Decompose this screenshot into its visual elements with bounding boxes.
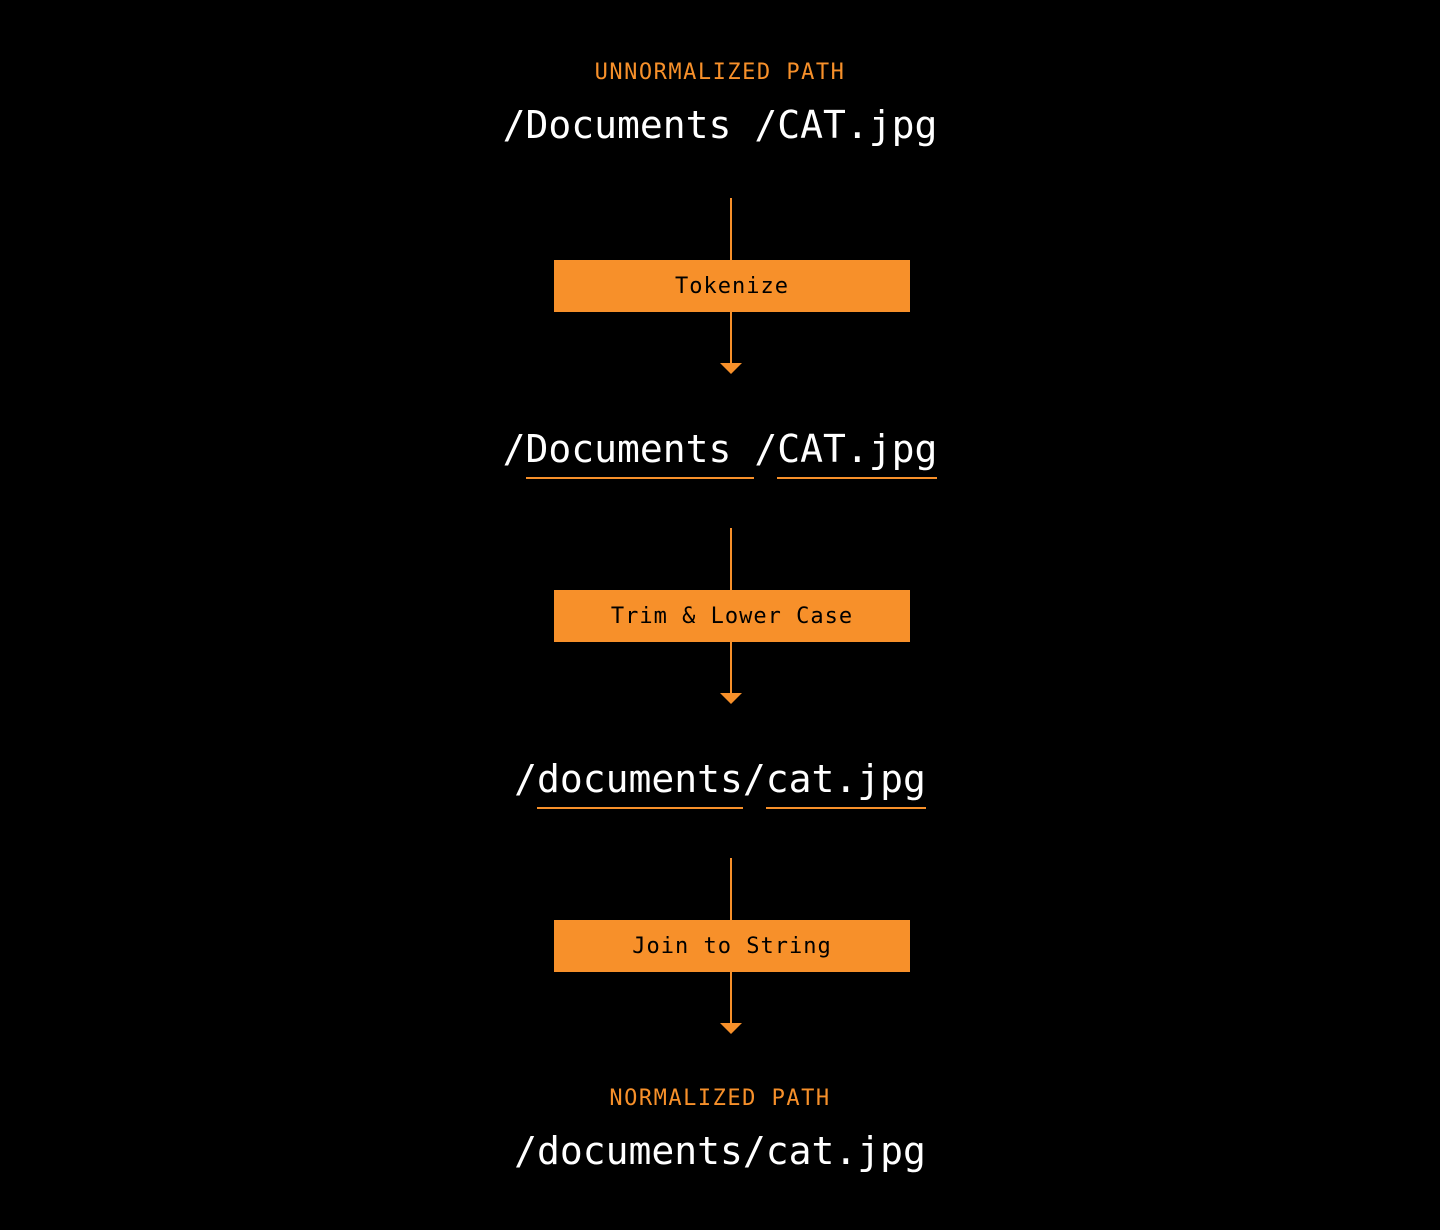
tokenized-path: /Documents /CAT.jpg	[0, 427, 1440, 479]
path-separator: /	[742, 757, 766, 801]
path-token: cat.jpg	[765, 757, 926, 809]
step-tokenize-box: Tokenize	[554, 260, 910, 312]
path-separator: /	[502, 427, 526, 471]
normalized-path: /documents/cat.jpg	[514, 1129, 926, 1173]
path-token: documents	[536, 757, 743, 809]
unnormalized-path-caption: UNNORMALIZED PATH	[594, 60, 846, 85]
connector-line	[730, 858, 732, 920]
path-separator: /	[754, 427, 778, 471]
connector-line	[730, 198, 732, 260]
path-token: Documents	[525, 427, 755, 479]
trimmed-path: /documents/cat.jpg	[0, 757, 1440, 809]
arrow-down-icon	[720, 1023, 742, 1034]
path-token: CAT.jpg	[777, 427, 938, 479]
connector-line	[730, 528, 732, 590]
step-join-to-string-box: Join to String	[554, 920, 910, 972]
connector-line	[730, 642, 732, 694]
connector-line	[730, 972, 732, 1024]
path-separator: /	[514, 757, 537, 801]
connector-line	[730, 312, 732, 364]
unnormalized-path: /Documents /CAT.jpg	[502, 103, 938, 147]
step-trim-lower-case-box: Trim & Lower Case	[554, 590, 910, 642]
arrow-down-icon	[720, 693, 742, 704]
normalized-path-caption: NORMALIZED PATH	[609, 1086, 831, 1111]
arrow-down-icon	[720, 363, 742, 374]
